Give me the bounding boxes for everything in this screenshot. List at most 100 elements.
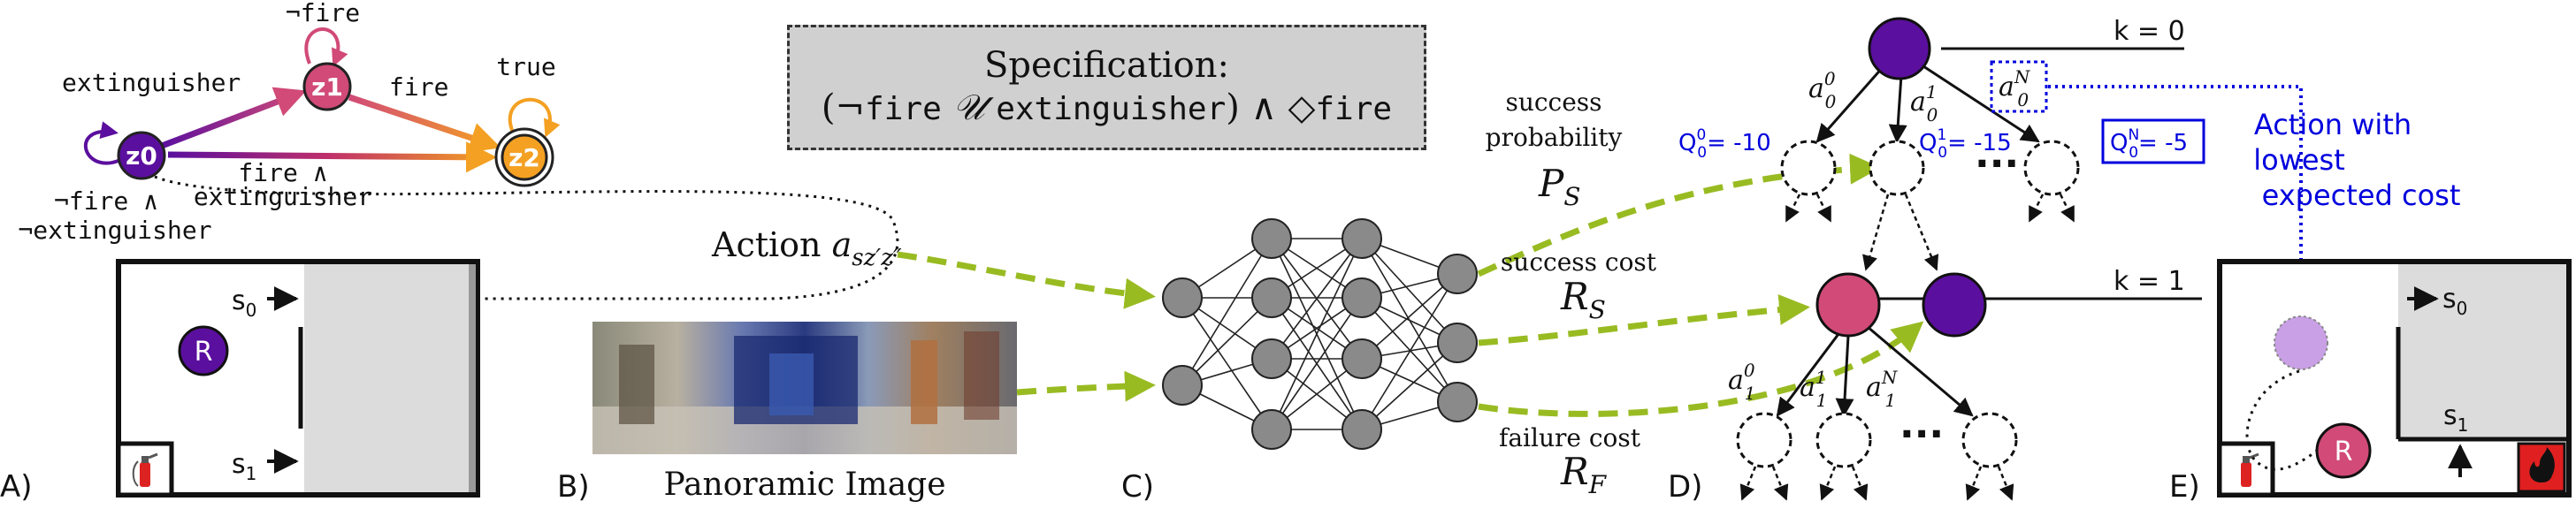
nn-node: [1342, 218, 1382, 259]
success-probability-line1: success: [1505, 87, 1601, 117]
neural-network: [1162, 218, 1478, 450]
nn-node: [1251, 338, 1292, 379]
k0-label: k = 0: [2114, 16, 2185, 47]
panoramic-image: [592, 322, 1017, 454]
nn-node: [1437, 382, 1478, 422]
nn-node: [1251, 277, 1292, 318]
output-arrow-rs: [1478, 293, 1810, 346]
panoramic-caption: Panoramic Image: [663, 467, 945, 503]
tree-node-dashed: [1815, 412, 1872, 468]
label-fire-z1-z2: fire: [389, 72, 448, 102]
failure-cost-symbol: RF: [1560, 450, 1608, 499]
output-arrow-rf: [1478, 321, 1924, 417]
tree-node-expanded-pink: [1815, 272, 1881, 338]
success-probability-symbol: PS: [1538, 162, 1580, 211]
nn-node: [1437, 323, 1478, 363]
nn-node: [1251, 409, 1292, 450]
highlight-action-box: [1990, 60, 2048, 113]
map-e-gray-room: [2398, 264, 2566, 439]
input-arrow-action: [897, 251, 1156, 309]
k1-label: k = 1: [2114, 266, 2185, 297]
state-z1-label: z1: [311, 72, 343, 102]
tree-node-dashed: [2023, 140, 2080, 196]
label-true: true: [496, 52, 555, 81]
robot-a-label: R: [195, 337, 213, 368]
specification-formula: (¬fire 𝒰 extinguisher) ∧ ◇fire: [821, 87, 1393, 128]
s0-label-e: s0: [2442, 284, 2467, 319]
state-z2-label: z2: [508, 143, 540, 172]
nn-node: [1342, 338, 1382, 379]
nn-node: [1342, 277, 1382, 318]
specification-title: Specification:: [984, 45, 1229, 86]
extinguisher-icon: [132, 452, 158, 487]
success-cost-label: success cost: [1501, 247, 1657, 277]
panel-label-e: E): [2169, 469, 2200, 505]
label-fire-and: fire ∧: [238, 158, 327, 187]
success-cost-symbol: RS: [1560, 275, 1606, 324]
panel-label-d: D): [1668, 469, 1702, 505]
nn-node: [1342, 409, 1382, 450]
nn-node: [1437, 254, 1478, 294]
state-z0: [117, 131, 166, 180]
input-arrow-image: [1016, 370, 1156, 402]
fire-icon: [2529, 447, 2555, 482]
panel-label-a: A): [0, 469, 33, 505]
s1-label-e: s1: [2443, 400, 2468, 436]
robot-path: [2245, 369, 2318, 471]
edge-z1-z2: [348, 94, 501, 153]
s1-label-a: s1: [232, 449, 256, 484]
edge-z0-z1: [160, 87, 307, 149]
panel-label-b: B): [557, 469, 590, 505]
panel-label-c: C): [1121, 469, 1154, 505]
action-label: Action asz′z″: [711, 225, 902, 271]
success-probability-line2: probability: [1486, 123, 1623, 152]
nn-nodes: [1162, 218, 1478, 450]
lowest-cost-line3: expected cost: [2262, 179, 2461, 212]
planned-robot-position: [2274, 315, 2328, 370]
automaton: z0 z1 z2 ¬fire extinguisher fire true fi…: [18, 0, 561, 245]
tree-ellipsis-0: ···: [1975, 141, 2019, 186]
state-z1: [302, 62, 352, 111]
label-not-fire-z1: ¬fire: [286, 0, 360, 27]
robot-e: [2315, 422, 2372, 479]
tree-node-dashed: [1780, 140, 1837, 196]
nn-node: [1162, 277, 1203, 318]
nn-node: [1162, 365, 1203, 406]
label-not-extinguisher: ¬extinguisher: [18, 216, 211, 245]
extinguisher-icon: [2241, 452, 2259, 487]
failure-cost-label: failure cost: [1499, 423, 1641, 452]
robot-a: [178, 325, 229, 376]
state-z2: [501, 133, 548, 181]
map-e: R s0 s1: [2217, 259, 2572, 498]
tree-node-dashed: [1961, 412, 2018, 468]
nn-edges: [1181, 238, 1458, 430]
label-extinguisher-2: extinguisher: [194, 182, 372, 211]
lowest-cost-line2: lowest: [2253, 143, 2345, 177]
dotted-link-action: [154, 175, 899, 300]
robot-e-label: R: [2335, 437, 2353, 467]
label-not-fire-and: ¬fire ∧: [54, 186, 158, 216]
state-z0-label: z0: [126, 141, 157, 171]
s0-label-a: s0: [232, 285, 256, 321]
nn-node: [1251, 218, 1292, 259]
label-extinguisher: extinguisher: [62, 68, 241, 97]
tree-root: [1868, 17, 1931, 80]
self-loop-z0: [83, 121, 126, 165]
tree-ellipsis-1: ···: [1900, 412, 1944, 457]
edge-z0-z2: [167, 141, 497, 173]
q-value-best-box: [2101, 118, 2205, 164]
tree-node-dashed: [1869, 140, 1925, 196]
self-loop-z2: [508, 97, 561, 138]
tree-node-dashed: [1736, 412, 1792, 468]
